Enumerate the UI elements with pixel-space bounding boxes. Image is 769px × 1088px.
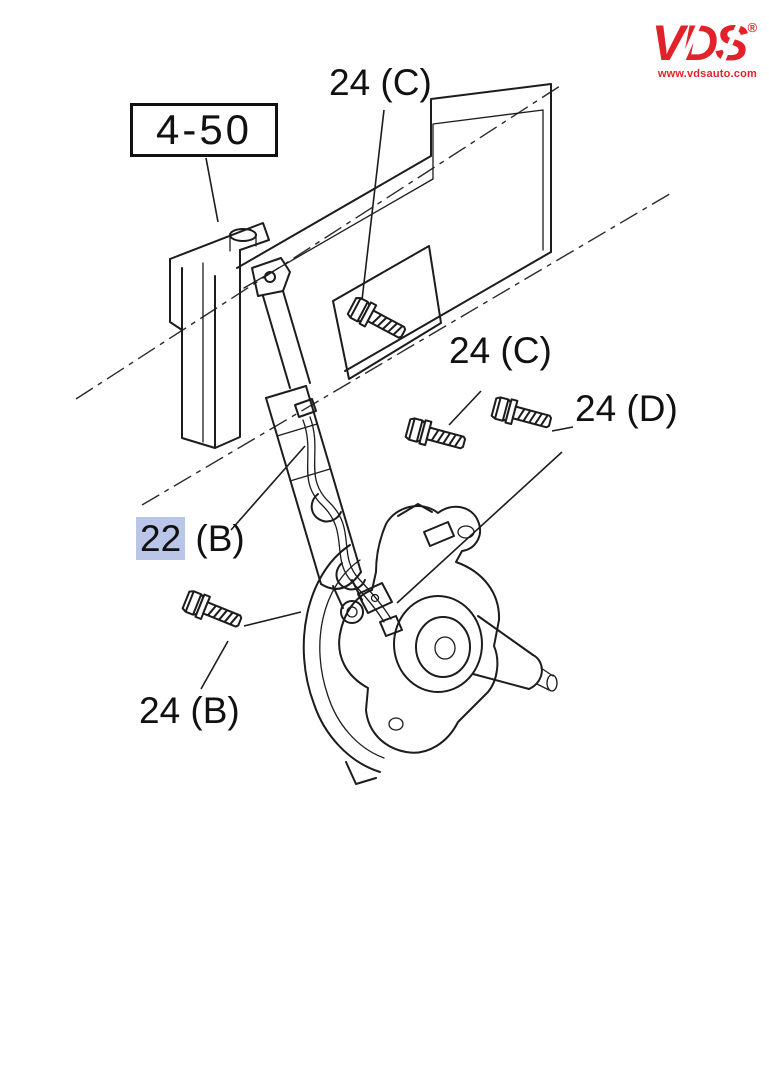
bolt-24c-top-icon bbox=[345, 294, 410, 345]
bolt-24d-icon bbox=[489, 394, 555, 435]
leader-lines bbox=[200, 109, 574, 690]
callout-bolt-24b[interactable]: 24 (B) bbox=[139, 690, 240, 731]
brake-hose bbox=[294, 398, 403, 637]
mounting-bracket bbox=[169, 222, 270, 449]
section-reference-box[interactable]: 4-50 bbox=[130, 103, 278, 157]
shock-absorber bbox=[251, 257, 364, 624]
brand-website: www.vdsauto.com bbox=[657, 68, 757, 80]
callout-bolt-24c-top[interactable]: 24 (C) bbox=[329, 62, 432, 103]
callout-bolt-24c-mid[interactable]: 24 (C) bbox=[449, 330, 552, 371]
bolt-24b-icon bbox=[180, 587, 246, 634]
part-22b-suffix: (B) bbox=[185, 518, 245, 559]
frame-centerlines bbox=[75, 85, 674, 506]
vds-logo[interactable]: VDS® www.vdsauto.com bbox=[652, 18, 757, 80]
highlighted-part-number: 22 bbox=[136, 517, 186, 560]
registered-mark-icon: ® bbox=[747, 20, 757, 35]
brand-logo-text: VDS® bbox=[652, 18, 757, 68]
brake-dust-shield bbox=[302, 503, 433, 785]
section-reference-label: 4-50 bbox=[155, 106, 253, 153]
callout-bolt-24d[interactable]: 24 (D) bbox=[575, 388, 678, 429]
frame-rail bbox=[236, 83, 552, 380]
bolt-24c-mid-icon bbox=[403, 415, 469, 456]
callout-part-22b[interactable]: 22 (B) bbox=[136, 517, 245, 560]
steering-knuckle bbox=[338, 505, 558, 754]
